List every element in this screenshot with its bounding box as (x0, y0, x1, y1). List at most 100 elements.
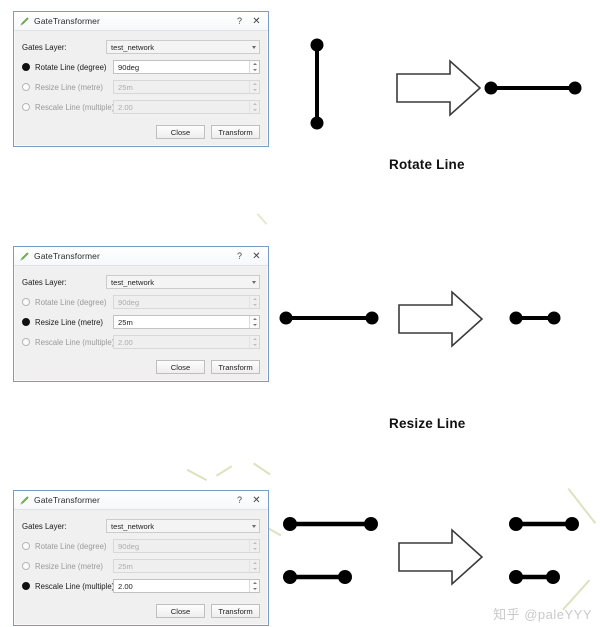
gates-layer-value: test_network (111, 42, 155, 52)
spinner-arrows-icon[interactable] (249, 540, 259, 552)
rotate-line-value: 90deg (118, 297, 140, 307)
close-button[interactable]: Close (156, 125, 205, 139)
right-arrow-outline-icon (398, 528, 484, 586)
rotate-line-value: 90deg (118, 541, 140, 551)
gates-layer-label: Gates Layer: (22, 277, 67, 287)
spinner-arrows-icon[interactable] (249, 316, 259, 328)
gate-transformer-dialog-1[interactable]: GateTransformer ? ✕ Gates Layer: test_ne… (13, 11, 269, 147)
spinner-arrows-icon[interactable] (249, 580, 259, 592)
dialog-titlebar[interactable]: GateTransformer ? ✕ (14, 12, 268, 31)
dialog-button-row: Close Transform (22, 604, 260, 618)
close-icon[interactable]: ✕ (252, 250, 261, 262)
chevron-down-icon[interactable] (248, 520, 259, 532)
help-button[interactable]: ? (236, 251, 242, 261)
rescale-line-value: 2.00 (118, 581, 133, 591)
rotate-line-row[interactable]: Rotate Line (degree) 90deg (22, 295, 260, 309)
dialog-body: Gates Layer: test_network Rotate Line (d… (14, 510, 268, 625)
rescale-line-row[interactable]: Rescale Line (multiple) 2.00 (22, 579, 260, 593)
gates-layer-row: Gates Layer: test_network (22, 275, 260, 289)
gate-transformer-dialog-3[interactable]: GateTransformer ? ✕ Gates Layer: test_ne… (13, 490, 269, 626)
before-vertical-line (310, 38, 324, 130)
spinner-arrows-icon[interactable] (249, 296, 259, 308)
rescale-line-row[interactable]: Rescale Line (multiple) 2.00 (22, 335, 260, 349)
background-artifact-2 (186, 468, 208, 481)
rescale-line-spinbox[interactable]: 2.00 (113, 579, 260, 593)
close-icon[interactable]: ✕ (252, 15, 261, 27)
resize-line-spinbox[interactable]: 25m (113, 80, 260, 94)
rescale-line-value: 2.00 (118, 337, 133, 347)
pencil-ruler-icon (20, 495, 29, 505)
radio-rotate-line[interactable] (22, 298, 30, 306)
rotate-line-spinbox[interactable]: 90deg (113, 539, 260, 553)
dialog-button-row: Close Transform (22, 125, 260, 139)
gates-layer-value: test_network (111, 521, 155, 531)
radio-rescale-line[interactable] (22, 338, 30, 346)
spinner-arrows-icon[interactable] (249, 81, 259, 93)
rotate-line-spinbox[interactable]: 90deg (113, 60, 260, 74)
rotate-line-diagram (310, 38, 582, 130)
chevron-down-icon[interactable] (248, 41, 259, 53)
resize-line-diagram (279, 290, 561, 348)
rotate-line-label: Rotate Line (degree) (35, 62, 107, 72)
spinner-arrows-icon[interactable] (249, 61, 259, 73)
radio-resize-line[interactable] (22, 318, 30, 326)
resize-line-value: 25m (118, 561, 133, 571)
resize-line-row[interactable]: Resize Line (metre) 25m (22, 80, 260, 94)
rotate-line-spinbox[interactable]: 90deg (113, 295, 260, 309)
rescale-line-spinbox[interactable]: 2.00 (113, 335, 260, 349)
close-button[interactable]: Close (156, 604, 205, 618)
transform-button[interactable]: Transform (211, 604, 260, 618)
resize-line-row[interactable]: Resize Line (metre) 25m (22, 315, 260, 329)
gate-transformer-dialog-2[interactable]: GateTransformer ? ✕ Gates Layer: test_ne… (13, 246, 269, 382)
resize-line-spinbox[interactable]: 25m (113, 559, 260, 573)
transform-button[interactable]: Transform (211, 125, 260, 139)
after-line-lower (509, 570, 560, 584)
radio-resize-line[interactable] (22, 562, 30, 570)
spinner-arrows-icon[interactable] (249, 560, 259, 572)
gates-layer-combobox[interactable]: test_network (106, 275, 260, 289)
rescale-line-row[interactable]: Rescale Line (multiple) 2.00 (22, 100, 260, 114)
before-line-lower (283, 570, 352, 584)
spinner-arrows-icon[interactable] (249, 336, 259, 348)
rescale-line-label: Rescale Line (multiple) (35, 581, 115, 591)
chevron-down-icon[interactable] (248, 276, 259, 288)
watermark: 知乎 @paleYYY (493, 607, 592, 622)
rescale-line-diagram (283, 517, 579, 586)
rotate-line-row[interactable]: Rotate Line (degree) 90deg (22, 539, 260, 553)
gates-layer-combobox[interactable]: test_network (106, 519, 260, 533)
after-horizontal-line (484, 81, 582, 95)
radio-rescale-line[interactable] (22, 103, 30, 111)
resize-line-row[interactable]: Resize Line (metre) 25m (22, 559, 260, 573)
rotate-line-row[interactable]: Rotate Line (degree) 90deg (22, 60, 260, 74)
radio-rotate-line[interactable] (22, 63, 30, 71)
help-button[interactable]: ? (236, 16, 242, 26)
gates-layer-row: Gates Layer: test_network (22, 519, 260, 533)
gates-layer-combobox[interactable]: test_network (106, 40, 260, 54)
transform-button[interactable]: Transform (211, 360, 260, 374)
resize-line-label: Resize Line (metre) (35, 317, 104, 327)
rotate-line-caption: Rotate Line (389, 157, 465, 172)
pencil-ruler-icon (20, 16, 29, 26)
rescale-line-spinbox[interactable]: 2.00 (113, 100, 260, 114)
resize-line-label: Resize Line (metre) (35, 82, 104, 92)
rotate-line-label: Rotate Line (degree) (35, 541, 107, 551)
spinner-arrows-icon[interactable] (249, 101, 259, 113)
dialog-body: Gates Layer: test_network Rotate Line (d… (14, 266, 268, 381)
radio-resize-line[interactable] (22, 83, 30, 91)
help-button[interactable]: ? (236, 495, 242, 505)
before-line-upper (283, 517, 378, 531)
rotate-line-value: 90deg (118, 62, 140, 72)
gates-layer-label: Gates Layer: (22, 42, 67, 52)
background-artifact-4 (253, 462, 271, 475)
after-short-line (509, 311, 561, 325)
radio-rotate-line[interactable] (22, 542, 30, 550)
close-button[interactable]: Close (156, 360, 205, 374)
background-artifact-3 (215, 465, 233, 477)
dialog-titlebar[interactable]: GateTransformer ? ✕ (14, 247, 268, 266)
pencil-ruler-icon (20, 251, 29, 261)
rescale-line-value: 2.00 (118, 102, 133, 112)
resize-line-spinbox[interactable]: 25m (113, 315, 260, 329)
dialog-titlebar[interactable]: GateTransformer ? ✕ (14, 491, 268, 510)
radio-rescale-line[interactable] (22, 582, 30, 590)
close-icon[interactable]: ✕ (252, 494, 261, 506)
